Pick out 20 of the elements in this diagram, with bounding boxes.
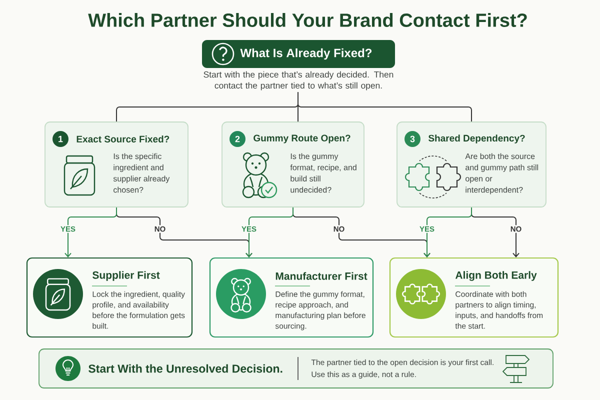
subtitle: Start with the piece that’s already decided. Then contact the partner tied to what’s still open. <box>204 71 394 90</box>
connector-line <box>298 92 472 122</box>
card-title: Supplier First <box>92 271 160 281</box>
banner-title: Start With the Unresolved Decision. <box>88 364 282 373</box>
card-text: Is the specific ingredient and supplier already chosen? <box>113 153 170 193</box>
heading-box: What Is Already Fixed? <box>202 40 395 68</box>
step-number: 1 <box>52 131 68 147</box>
arrow <box>246 206 294 258</box>
card-title: Gummy Route Open? <box>254 134 350 144</box>
card-text: Are both the source and gummy path still open or interdependent? <box>465 153 538 194</box>
card-text: Is the gummy format, recipe, and build still undecided? <box>290 153 356 193</box>
card-title: Align Both Early <box>455 271 537 281</box>
title: Which Partner Should Your Brand Contact First? <box>88 13 527 27</box>
arrow <box>64 206 117 258</box>
card-title: Manufacturer First <box>276 272 368 280</box>
arrow <box>424 206 472 258</box>
card-title: Exact Source Fixed? <box>76 136 170 142</box>
step-number: 2 <box>230 131 246 147</box>
card-title: Shared Dependency? <box>428 134 525 144</box>
step-number: 3 <box>404 131 420 147</box>
